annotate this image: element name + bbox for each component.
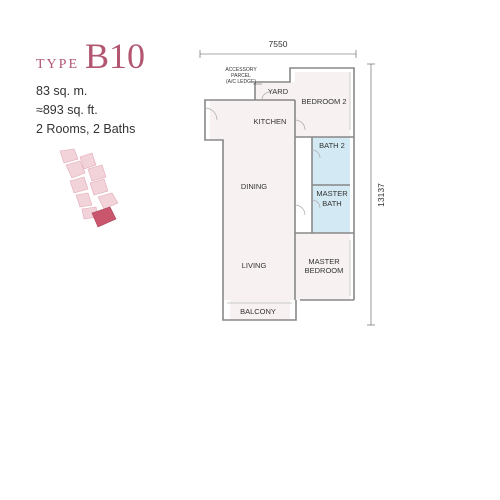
label-yard: YARD bbox=[268, 87, 289, 96]
fill-kitchen-top bbox=[210, 100, 295, 140]
key-plan-block-6 bbox=[89, 178, 109, 196]
door-bedroom2 bbox=[294, 119, 306, 131]
fill-balcony bbox=[230, 300, 290, 320]
door-bath2 bbox=[311, 149, 321, 159]
label-kitchen: KITCHEN bbox=[254, 117, 287, 126]
label-accessory-1: ACCESSORY bbox=[225, 67, 257, 73]
key-plan-block-4 bbox=[87, 164, 107, 182]
room-fills bbox=[210, 72, 350, 320]
key-plan-diagram bbox=[59, 148, 119, 228]
key-plan-block-7 bbox=[75, 192, 93, 208]
label-master-bedroom-1: MASTER bbox=[308, 257, 340, 266]
height-dimension bbox=[367, 63, 375, 326]
door-master-bedroom bbox=[294, 204, 306, 216]
label-bedroom2: BEDROOM 2 bbox=[301, 97, 346, 106]
label-master-bath-1: MASTER bbox=[316, 189, 348, 198]
fill-yard bbox=[255, 82, 295, 100]
key-plan-block-1 bbox=[59, 148, 79, 164]
unit-type-heading: TYPE B10 bbox=[36, 38, 145, 76]
fill-bath2 bbox=[312, 137, 350, 185]
key-plan-blocks bbox=[59, 148, 119, 220]
height-dimension-label: 13137 bbox=[376, 183, 386, 207]
unit-title-block: TYPE B10 83 sq. m. ≈893 sq. ft. 2 Rooms,… bbox=[36, 38, 145, 139]
key-plan-highlight-unit bbox=[91, 206, 117, 228]
door-master-bath bbox=[311, 199, 321, 209]
door-yard bbox=[261, 91, 271, 101]
wall-outer-left bbox=[204, 99, 255, 300]
wall-outer-top bbox=[254, 67, 355, 300]
label-accessory-3: (A/C LEDGE) bbox=[226, 79, 256, 85]
label-bath2: BATH 2 bbox=[319, 141, 345, 150]
type-label: TYPE bbox=[36, 57, 79, 72]
width-dimension-label: 7550 bbox=[269, 39, 288, 49]
door-kitchen-entry bbox=[204, 107, 218, 121]
label-dining: DINING bbox=[241, 182, 267, 191]
area-sqft: ≈893 sq. ft. bbox=[36, 103, 98, 117]
doors bbox=[204, 91, 321, 216]
key-plan-block-5 bbox=[69, 176, 89, 194]
fill-master-bedroom bbox=[295, 233, 350, 300]
label-living: LIVING bbox=[242, 261, 267, 270]
label-master-bath-2: BATH bbox=[322, 199, 341, 208]
windows bbox=[227, 72, 351, 304]
label-accessory-2: PARCEL bbox=[231, 73, 251, 79]
label-balcony: BALCONY bbox=[240, 307, 276, 316]
key-plan-block-8 bbox=[97, 192, 119, 210]
key-plan-block-2 bbox=[65, 160, 86, 179]
label-master-bedroom-2: BEDROOM bbox=[305, 266, 344, 275]
rooms-baths: 2 Rooms, 2 Baths bbox=[36, 122, 136, 136]
area-sqm: 83 sq. m. bbox=[36, 84, 88, 98]
wall-balcony bbox=[222, 300, 297, 321]
unit-specs: 83 sq. m. ≈893 sq. ft. 2 Rooms, 2 Baths bbox=[36, 82, 145, 139]
key-plan-block-3 bbox=[79, 152, 97, 170]
width-dimension bbox=[199, 50, 357, 58]
fill-master-bath bbox=[312, 185, 350, 233]
type-code: B10 bbox=[85, 36, 146, 76]
